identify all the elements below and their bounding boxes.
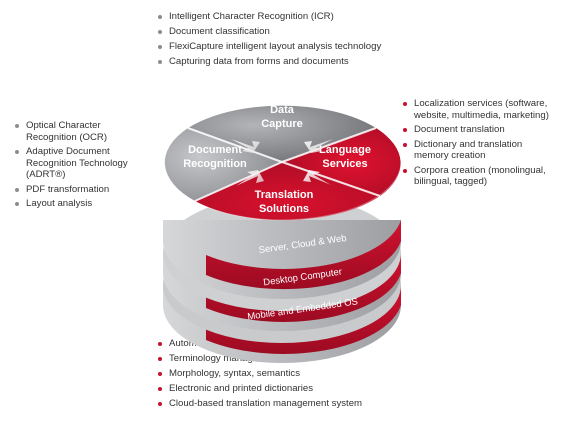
list-item: Terminology management <box>157 353 362 365</box>
top-disk <box>162 103 402 221</box>
bullet-icon <box>15 124 19 128</box>
top-disk-rim <box>162 103 402 221</box>
bullet-icon <box>403 168 407 173</box>
list-item: PDF transformation <box>14 184 144 196</box>
bullet-icon <box>158 371 162 376</box>
translation-solutions-label-line2: Solutions <box>259 203 309 215</box>
list-item: FlexiCapture intelligent layout analysis… <box>157 41 381 53</box>
arrow-icon <box>231 139 260 153</box>
segment-language-services <box>282 128 401 196</box>
bullet-icon <box>15 150 19 154</box>
language-services-label-line1: Language <box>319 144 371 156</box>
connector-arrows <box>231 139 333 186</box>
translation-solutions-label-line1: Translation <box>255 189 314 201</box>
bullet-icon <box>403 142 407 147</box>
list-item: Layout analysis <box>14 198 144 210</box>
layer-server <box>163 220 401 299</box>
list-item: Corpora creation (monolingual, bilingual… <box>402 165 552 188</box>
arrow-icon <box>236 170 264 186</box>
list-item: Adaptive Document Recognition Technology… <box>14 146 144 181</box>
language-services-list: Localization services (software, website… <box>402 98 552 191</box>
bullet-icon <box>158 45 162 49</box>
layer-server-red-band <box>206 220 401 290</box>
list-item: Document translation <box>402 124 552 136</box>
segment-document-recognition <box>164 128 282 201</box>
document-recognition-label-line1: Document <box>188 144 242 156</box>
bullet-icon <box>158 30 162 34</box>
document-recognition-list: Optical Character Recognition (OCR) Adap… <box>14 120 144 213</box>
segment-labels: Data Capture Document Recognition Langua… <box>183 104 371 215</box>
bullet-icon <box>15 187 19 192</box>
data-capture-list: Intelligent Character Recognition (ICR) … <box>157 11 381 71</box>
bullet-icon <box>403 128 407 132</box>
list-item: Morphology, syntax, semantics <box>157 368 362 380</box>
list-item: Intelligent Character Recognition (ICR) <box>157 11 381 23</box>
data-capture-label-line1: Data <box>270 104 295 116</box>
bullet-icon <box>158 60 162 64</box>
bullet-icon <box>158 401 162 406</box>
arrow-icon <box>304 139 333 153</box>
document-recognition-label-line2: Recognition <box>183 158 247 170</box>
bullet-icon <box>158 356 162 361</box>
list-item: Optical Character Recognition (OCR) <box>14 120 144 143</box>
data-capture-label-line2: Capture <box>261 118 303 130</box>
list-item: Cloud-based translation management syste… <box>157 398 362 410</box>
list-item: Electronic and printed dictionaries <box>157 383 362 395</box>
bullet-icon <box>403 102 407 106</box>
segment-dividers <box>187 127 381 202</box>
list-item: Localization services (software, website… <box>402 98 552 121</box>
list-item: Dictionary and translation memory creati… <box>402 139 552 162</box>
arrow-icon <box>303 170 331 185</box>
list-item: Document classification <box>157 26 381 38</box>
segment-data-capture <box>188 105 376 162</box>
list-item: Capturing data from forms and documents <box>157 56 381 68</box>
bullet-icon <box>15 202 19 206</box>
segment-translation-solutions <box>195 162 380 221</box>
bullet-icon <box>158 15 162 19</box>
bullet-icon <box>158 386 162 391</box>
language-services-label-line2: Services <box>322 158 367 170</box>
bullet-icon <box>158 342 162 346</box>
